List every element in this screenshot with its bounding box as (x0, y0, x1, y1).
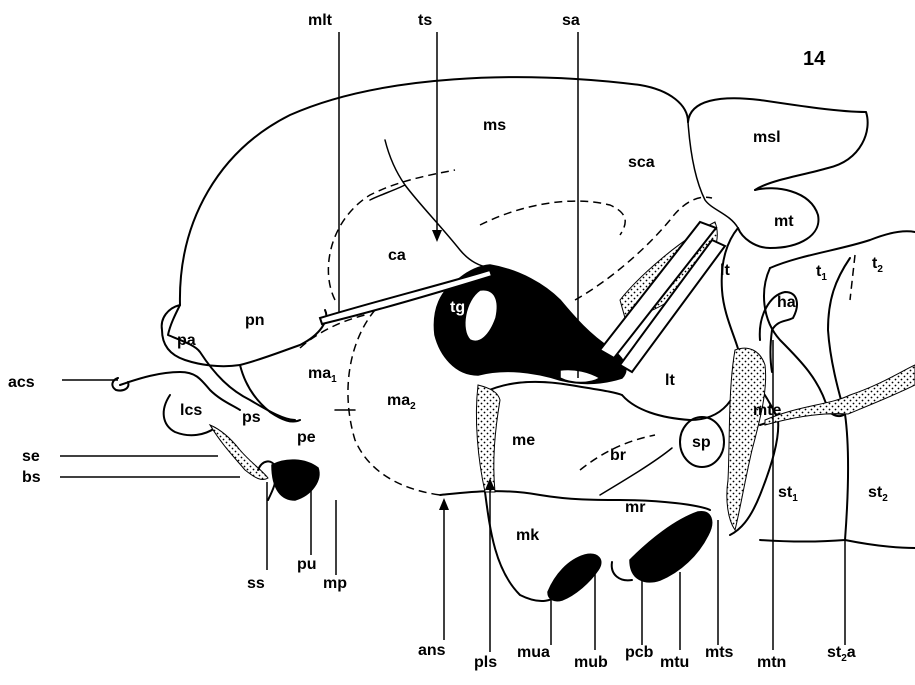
label-pn: pn (245, 312, 265, 329)
label-mts: mts (705, 644, 734, 661)
ans-arrow (439, 498, 449, 510)
me-outline (485, 382, 622, 395)
label-pa: pa (177, 332, 196, 349)
label-mub: mub (574, 654, 608, 671)
label-st1: st1 (778, 484, 798, 504)
se-stipple (210, 425, 268, 480)
label-st2a: st2a (827, 644, 856, 664)
pa-outline (162, 305, 240, 366)
pcb-outline (612, 562, 632, 580)
label-ps: ps (242, 409, 261, 426)
t1-lower-outline (764, 258, 850, 416)
lower-head-outline (440, 491, 710, 510)
label-bs: bs (22, 469, 41, 486)
label-st2: st2 (868, 484, 888, 504)
label-lt-upper: lt (720, 262, 730, 279)
label-msl: msl (753, 129, 781, 146)
pls-stipple (476, 385, 500, 492)
label-sa: sa (562, 12, 580, 29)
label-ts: ts (418, 12, 432, 29)
label-lcs: lcs (180, 402, 202, 419)
label-mp: mp (323, 575, 347, 592)
label-mtu: mtu (660, 654, 689, 671)
label-pu: pu (297, 556, 317, 573)
t1-outline (770, 231, 915, 268)
label-ma1: ma1 (308, 365, 337, 385)
label-tg: tg (450, 299, 465, 316)
sca-boundary (688, 122, 738, 228)
head-capsule-outline (180, 77, 688, 305)
label-mtn: mtn (757, 654, 786, 671)
label-t2: t2 (872, 255, 883, 275)
pu-black (272, 460, 319, 500)
label-ms: ms (483, 117, 506, 134)
label-mlt: mlt (308, 12, 333, 29)
label-br: br (610, 447, 626, 464)
label-mua: mua (517, 644, 550, 661)
mte-stipple (727, 348, 766, 530)
label-sca: sca (628, 154, 655, 171)
label-acs: acs (8, 374, 35, 391)
label-mr: mr (625, 499, 645, 516)
label-pe: pe (297, 429, 316, 446)
ms-dashed-curve (480, 201, 625, 235)
label-mte: mte (753, 402, 782, 419)
t2-divider (850, 255, 855, 300)
label-pcb: pcb (625, 644, 654, 661)
label-se: se (22, 448, 40, 465)
ts-branch (370, 185, 405, 200)
label-mt: mt (774, 213, 794, 230)
label-lt-lower: lt (665, 372, 675, 389)
mtu-black (630, 512, 712, 582)
label-ha: ha (777, 294, 796, 311)
label-ss: ss (247, 575, 265, 592)
label-t1: t1 (816, 263, 827, 283)
label-ca: ca (388, 247, 406, 264)
ts-arrow (432, 230, 442, 242)
label-ma2: ma2 (387, 392, 416, 412)
figure-number: 14 (803, 48, 826, 70)
label-ans: ans (418, 642, 446, 659)
label-sp: sp (692, 434, 711, 451)
label-mk: mk (516, 527, 539, 544)
mua-black (548, 554, 601, 600)
label-me: me (512, 432, 535, 449)
mk-lobe-outline (485, 492, 560, 601)
label-pls: pls (474, 654, 497, 671)
